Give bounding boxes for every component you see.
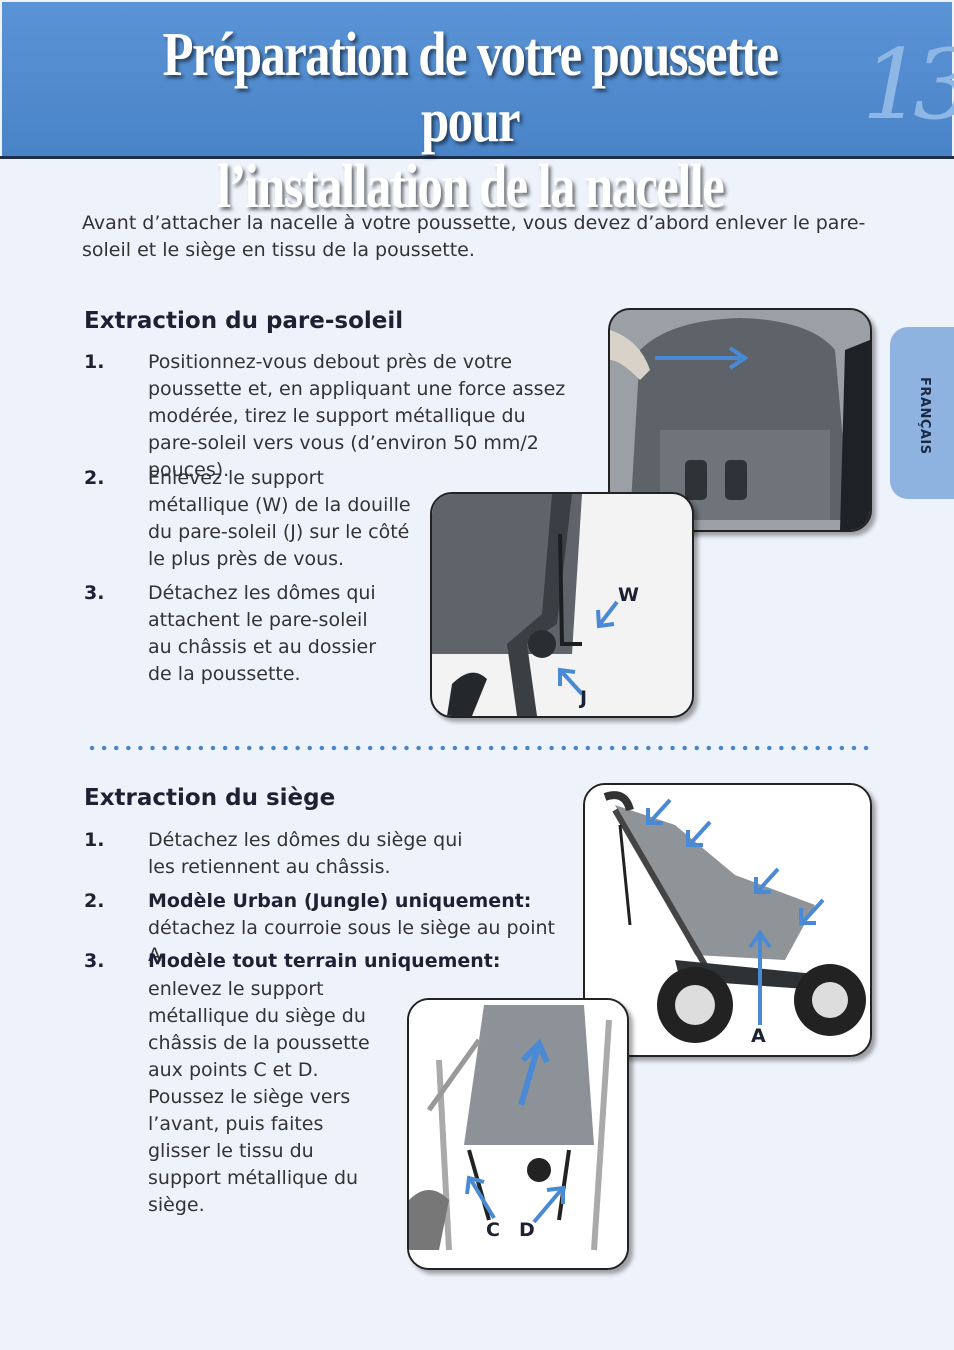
step-text-lead: Modèle tout terrain uniquement: [148, 948, 548, 975]
step-number: 3. [84, 950, 105, 972]
section-divider [86, 745, 876, 751]
label-j: J [580, 687, 588, 709]
step-number: 3. [84, 582, 105, 604]
label-c: C [486, 1219, 500, 1241]
step-text: Positionnez-vous debout près de votre po… [148, 351, 566, 481]
photo-seat-frame-drawing [409, 1000, 627, 1268]
step-number: 2. [84, 467, 105, 489]
step-number: 2. [84, 890, 105, 912]
page-number: 13 [862, 29, 954, 141]
step-number: 1. [84, 829, 105, 851]
label-a: A [751, 1025, 766, 1047]
step-text-bold: Modèle Urban (Jungle) uniquement: [148, 890, 532, 912]
step-text: Enlevez le support métallique (W) de la … [148, 467, 411, 570]
step-text-regular: enlevez le support métallique du siège d… [148, 978, 370, 1216]
photo-stroller-side-drawing [585, 785, 870, 1055]
label-d: D [519, 1219, 535, 1241]
section-heading-seat: Extraction du siège [84, 785, 336, 811]
step-2-3-continued: enlevez le support métallique du siège d… [148, 976, 370, 1219]
step-text: Modèle Urban (Jungle) uniquement: détach… [148, 888, 558, 969]
section-heading-sun-canopy: Extraction du pare-soleil [84, 308, 404, 334]
step-text: Détachez les dômes du siège qui les reti… [148, 829, 463, 878]
step-number: 1. [84, 351, 105, 373]
step-text-bold: Modèle tout terrain uniquement: [148, 950, 501, 972]
header-banner [2, 2, 952, 156]
step-text: Modèle tout terrain uniquement: [148, 948, 548, 975]
intro-paragraph: Avant d’attacher la nacelle à votre pous… [82, 212, 866, 261]
photo-canopy-socket-drawing [432, 494, 692, 716]
header-rule [0, 156, 954, 159]
language-tab-label: FRANÇAIS [917, 377, 932, 455]
page-title-line1: Préparation de votre poussette pour [162, 21, 780, 155]
photo-stroller-side: A [583, 783, 872, 1057]
label-w: W [618, 584, 639, 606]
photo-sun-canopy-pull [608, 308, 872, 532]
photo-seat-frame: C D [407, 998, 629, 1270]
step-text-regular: détachez la courroie sous le siège au po… [148, 917, 555, 966]
photo-canopy-socket: W J [430, 492, 694, 718]
step-text: Détachez les dômes qui attachent le pare… [148, 582, 377, 685]
page-title-line2: l’installation de la nacelle [216, 153, 725, 221]
language-tab: FRANÇAIS [890, 327, 954, 499]
photo-sun-canopy-pull-drawing [610, 310, 870, 530]
page-title: Préparation de votre poussette pour l’in… [158, 22, 781, 220]
